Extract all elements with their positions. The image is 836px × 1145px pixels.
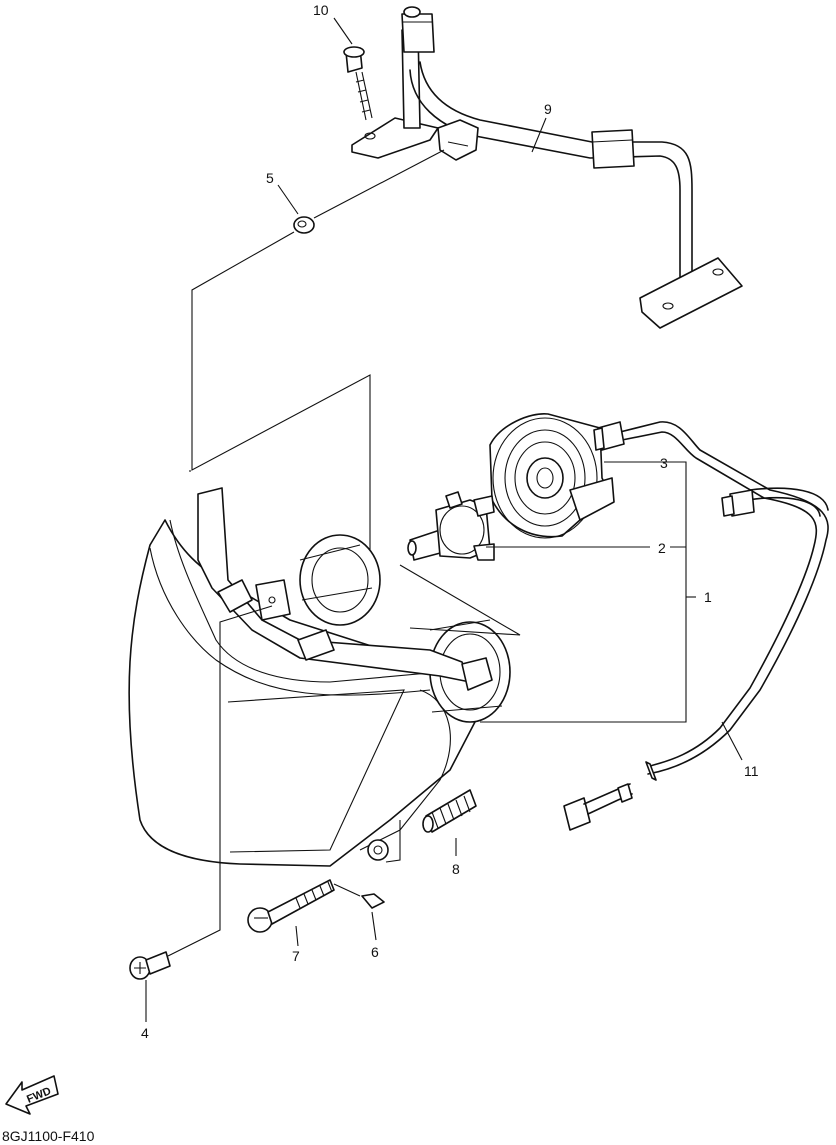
callout-7: 7 <box>292 948 300 964</box>
callout-11: 11 <box>744 763 759 779</box>
callout-9: 9 <box>544 101 552 117</box>
callout-6: 6 <box>371 944 379 960</box>
headlight-stay-part[interactable] <box>351 6 743 329</box>
headlight-housing[interactable] <box>128 487 511 867</box>
stay-bolt-part[interactable] <box>343 46 373 121</box>
callout-8: 8 <box>452 861 460 877</box>
assembly-guide-line-screw <box>333 883 361 897</box>
callout-5: 5 <box>266 170 274 186</box>
assembly-guide-line-lower <box>167 564 521 957</box>
callout-2: 2 <box>658 540 666 556</box>
headlight-bulb-part[interactable] <box>407 491 495 561</box>
callout-1: 1 <box>704 589 712 605</box>
nut-part[interactable] <box>361 893 385 909</box>
assembly-guide-line <box>189 149 445 555</box>
lead-wire-part[interactable] <box>563 421 829 831</box>
adjust-spring-part[interactable] <box>422 789 477 833</box>
housing-screw-part[interactable] <box>129 951 171 980</box>
callout-10: 10 <box>313 2 329 18</box>
collar-part[interactable] <box>293 216 315 234</box>
callout-3: 3 <box>660 455 668 471</box>
adjusting-screw-part[interactable] <box>247 879 335 933</box>
leader-lines <box>145 17 743 1022</box>
diagram-code: 8GJ1100-F410 <box>2 1128 95 1144</box>
fwd-arrow-icon: FWD <box>5 1075 59 1115</box>
callout-4: 4 <box>141 1025 149 1041</box>
bulb-cover-part[interactable] <box>489 413 615 539</box>
